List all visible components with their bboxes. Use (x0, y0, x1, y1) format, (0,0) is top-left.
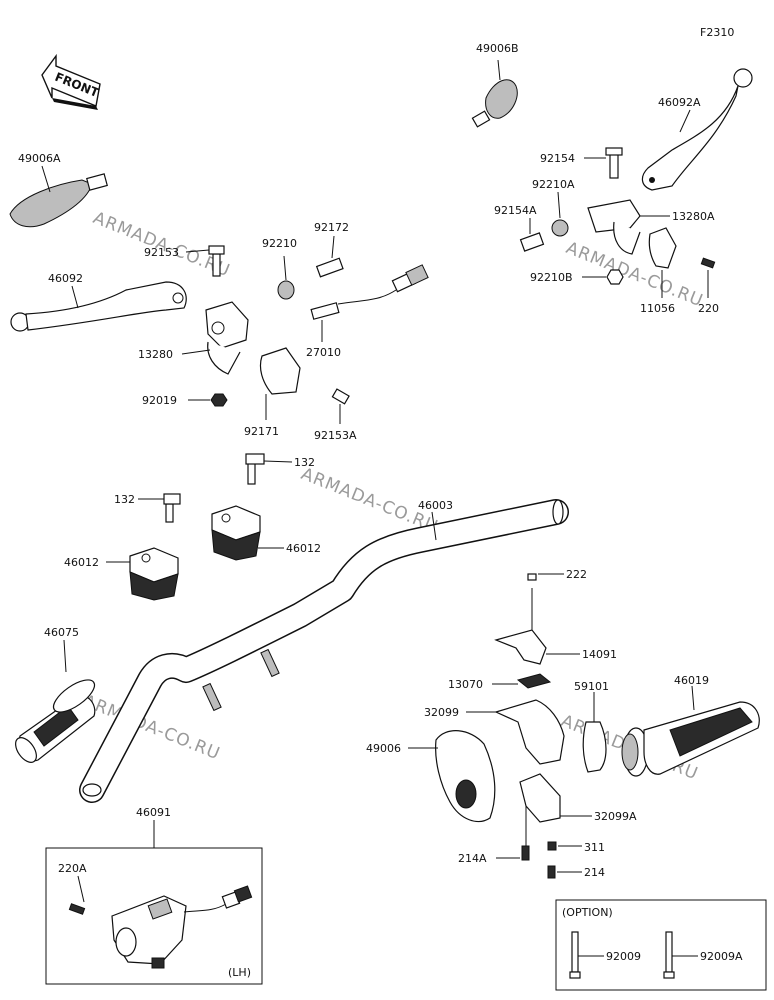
figure-code: F2310 (700, 26, 734, 39)
watermark: ARMADA-CO.RU (563, 238, 706, 311)
label-92210: 92210 (262, 237, 297, 250)
label-13280A: 13280A (672, 210, 715, 223)
label-220A: 220A (58, 862, 87, 875)
label-46092A: 46092A (658, 96, 701, 109)
label-27010: 27010 (306, 346, 341, 359)
label-46012-right: 46012 (286, 542, 321, 555)
label-92019: 92019 (142, 394, 177, 407)
label-49006A: 49006A (18, 152, 61, 165)
label-32099A: 32099A (594, 810, 637, 823)
clutch-lever-guard-49006A (9, 173, 108, 228)
label-11056: 11056 (640, 302, 675, 315)
label-92172: 92172 (314, 221, 349, 234)
label-92210B: 92210B (530, 271, 573, 284)
throttle-cover-49006 (435, 730, 496, 823)
label-option: (OPTION) (562, 906, 613, 919)
lh-switch-box: 220A (LH) (45, 847, 263, 985)
throttle-case-32099 (494, 699, 565, 765)
handlebar-46003 (79, 499, 569, 803)
label-13070: 13070 (448, 678, 483, 691)
right-grip-46019 (621, 701, 760, 777)
label-46003: 46003 (418, 499, 453, 512)
label-46091: 46091 (136, 806, 171, 819)
brake-lever-guard-49006B (471, 79, 518, 128)
label-lh: (LH) (228, 966, 251, 979)
throttle-cable-guide-59101 (582, 721, 607, 773)
label-92210A: 92210A (532, 178, 575, 191)
label-222: 222 (566, 568, 587, 581)
label-92171: 92171 (244, 425, 279, 438)
handlebar-holder-46012-right (211, 505, 261, 561)
label-46092: 46092 (48, 272, 83, 285)
label-46012-left: 46012 (64, 556, 99, 569)
watermark: ARMADA-CO.RU (90, 208, 233, 281)
label-46019: 46019 (674, 674, 709, 687)
label-13280: 13280 (138, 348, 173, 361)
label-92154: 92154 (540, 152, 575, 165)
label-49006: 49006 (366, 742, 401, 755)
clutch-switch-27010 (310, 264, 429, 320)
label-214A: 214A (458, 852, 487, 865)
front-arrow-icon: FRONT (41, 53, 101, 110)
lever-holder-13280 (205, 301, 301, 395)
label-311: 311 (584, 841, 605, 854)
label-92154A: 92154A (494, 204, 537, 217)
left-grip-46075 (15, 679, 96, 763)
label-132-lower: 132 (114, 493, 135, 506)
label-92153A: 92153A (314, 429, 357, 442)
brake-lever-46092A (641, 68, 753, 191)
clutch-lever-46092 (10, 281, 187, 332)
lh-switch-46091 (111, 895, 187, 969)
label-59101: 59101 (574, 680, 609, 693)
label-92009A: 92009A (700, 950, 743, 963)
label-49006B: 49006B (476, 42, 519, 55)
label-220: 220 (698, 302, 719, 315)
handlebar-holder-46012-left (129, 547, 179, 601)
label-92009: 92009 (606, 950, 641, 963)
throttle-bracket-14091 (494, 588, 547, 665)
master-cylinder-clamp-13280A (587, 199, 677, 269)
label-132-upper: 132 (294, 456, 315, 469)
label-14091: 14091 (582, 648, 617, 661)
label-92153: 92153 (144, 246, 179, 259)
option-box: (OPTION) 92009 92009A (555, 899, 767, 991)
label-214: 214 (584, 866, 605, 879)
label-46075: 46075 (44, 626, 79, 639)
label-32099: 32099 (424, 706, 459, 719)
